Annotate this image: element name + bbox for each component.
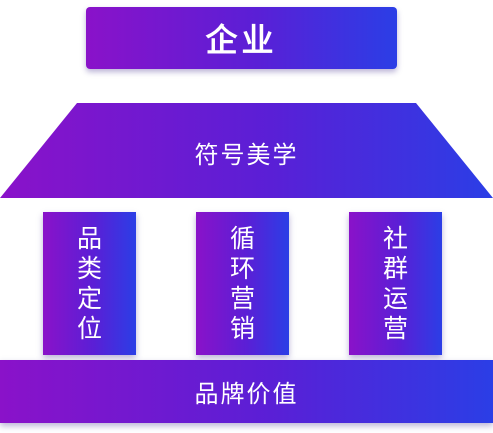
roof-label-wrap: 符号美学 (0, 103, 493, 198)
brand-value-base: 品牌价值 (0, 360, 493, 423)
pillar-label: 循环营销 (229, 223, 255, 343)
enterprise-box: 企业 (86, 7, 397, 69)
pillar-label: 品类定位 (76, 223, 102, 343)
enterprise-label: 企业 (205, 21, 278, 59)
brand-value-label: 品牌价值 (194, 380, 299, 408)
pillar-community-operation: 社群运营 (349, 212, 442, 355)
pillar-cycle-marketing: 循环营销 (196, 212, 289, 355)
pillar-label: 社群运营 (382, 223, 408, 343)
roof-trapezoid (0, 103, 493, 198)
symbol-aesthetics-label: 符号美学 (194, 141, 299, 169)
pillar-category-positioning: 品类定位 (43, 212, 136, 355)
